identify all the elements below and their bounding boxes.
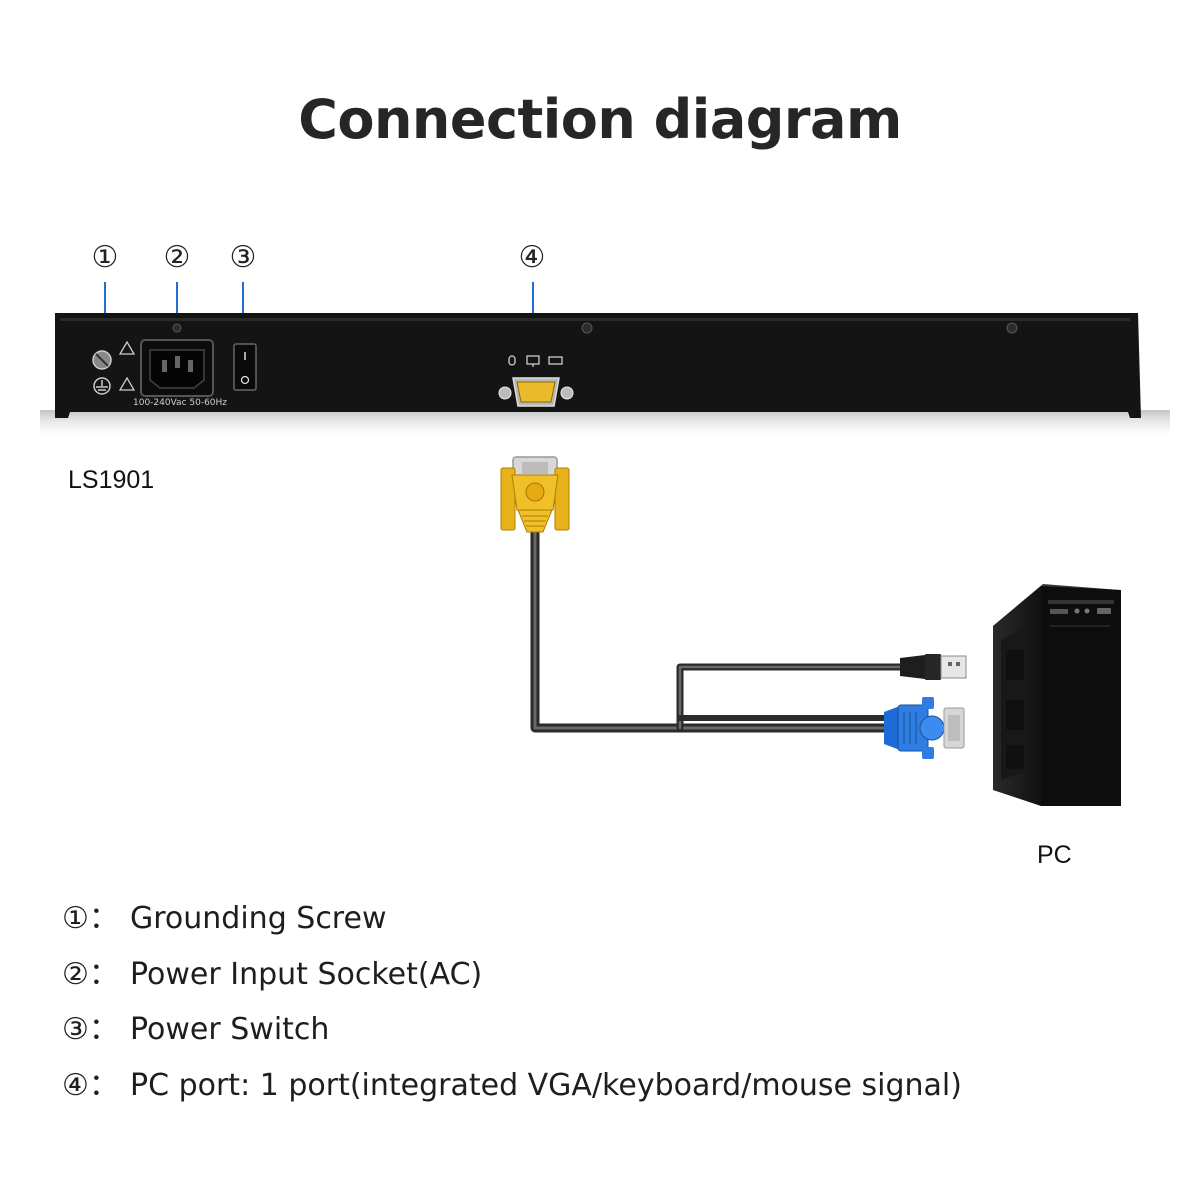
legend-number: ①： — [62, 901, 119, 936]
vga-port-icon — [498, 377, 574, 407]
legend-item: ③： Power Switch — [62, 1004, 962, 1060]
kvm-cable — [530, 515, 909, 733]
warning-icon — [118, 340, 136, 391]
legend-item: ②： Power Input Socket(AC) — [62, 949, 962, 1005]
legend-number: ②： — [62, 956, 119, 992]
callout-1: ① — [91, 240, 119, 275]
panel-screw-icon — [172, 323, 182, 333]
legend-list: ①： Grounding Screw ②： Power Input Socket(A… — [62, 893, 962, 1115]
legend-text: Power Input Socket(AC) — [130, 956, 483, 992]
diagram-title: Connection diagram — [298, 88, 902, 151]
panel-screw-icon — [1006, 322, 1018, 334]
legend-text: Grounding Screw — [130, 901, 387, 936]
mouse-icon — [508, 355, 516, 366]
panel-screw-icon — [581, 322, 593, 334]
legend-number: ④： — [62, 1067, 119, 1103]
legend-number: ③： — [62, 1012, 119, 1047]
callout-4: ④ — [518, 240, 546, 275]
vga-connector-device-end-icon — [500, 456, 570, 533]
legend-text: PC port: 1 port(integrated VGA/keyboard/… — [130, 1067, 962, 1103]
legend-text: Power Switch — [130, 1012, 330, 1047]
pc-tower-icon — [993, 584, 1121, 806]
keyboard-icon — [548, 356, 563, 365]
power-input-socket-icon — [140, 339, 214, 397]
usb-plug-icon — [900, 654, 967, 680]
grounding-screw-icon — [92, 350, 112, 395]
kvm-rear-panel: 100-240Vac 50-60Hz — [40, 313, 1170, 440]
power-switch-icon — [233, 343, 257, 391]
callout-2: ② — [163, 240, 191, 275]
device-model-label: LS1901 — [68, 466, 155, 494]
legend-item: ④： PC port: 1 port(integrated VGA/keyboar… — [62, 1060, 962, 1116]
vga-connector-pc-end-icon — [884, 697, 965, 759]
legend-item: ①： Grounding Screw — [62, 893, 962, 949]
pc-label: PC — [1037, 841, 1072, 869]
callout-3: ③ — [229, 240, 257, 275]
port-icons — [508, 355, 563, 367]
power-rating-text: 100-240Vac 50-60Hz — [133, 398, 227, 408]
